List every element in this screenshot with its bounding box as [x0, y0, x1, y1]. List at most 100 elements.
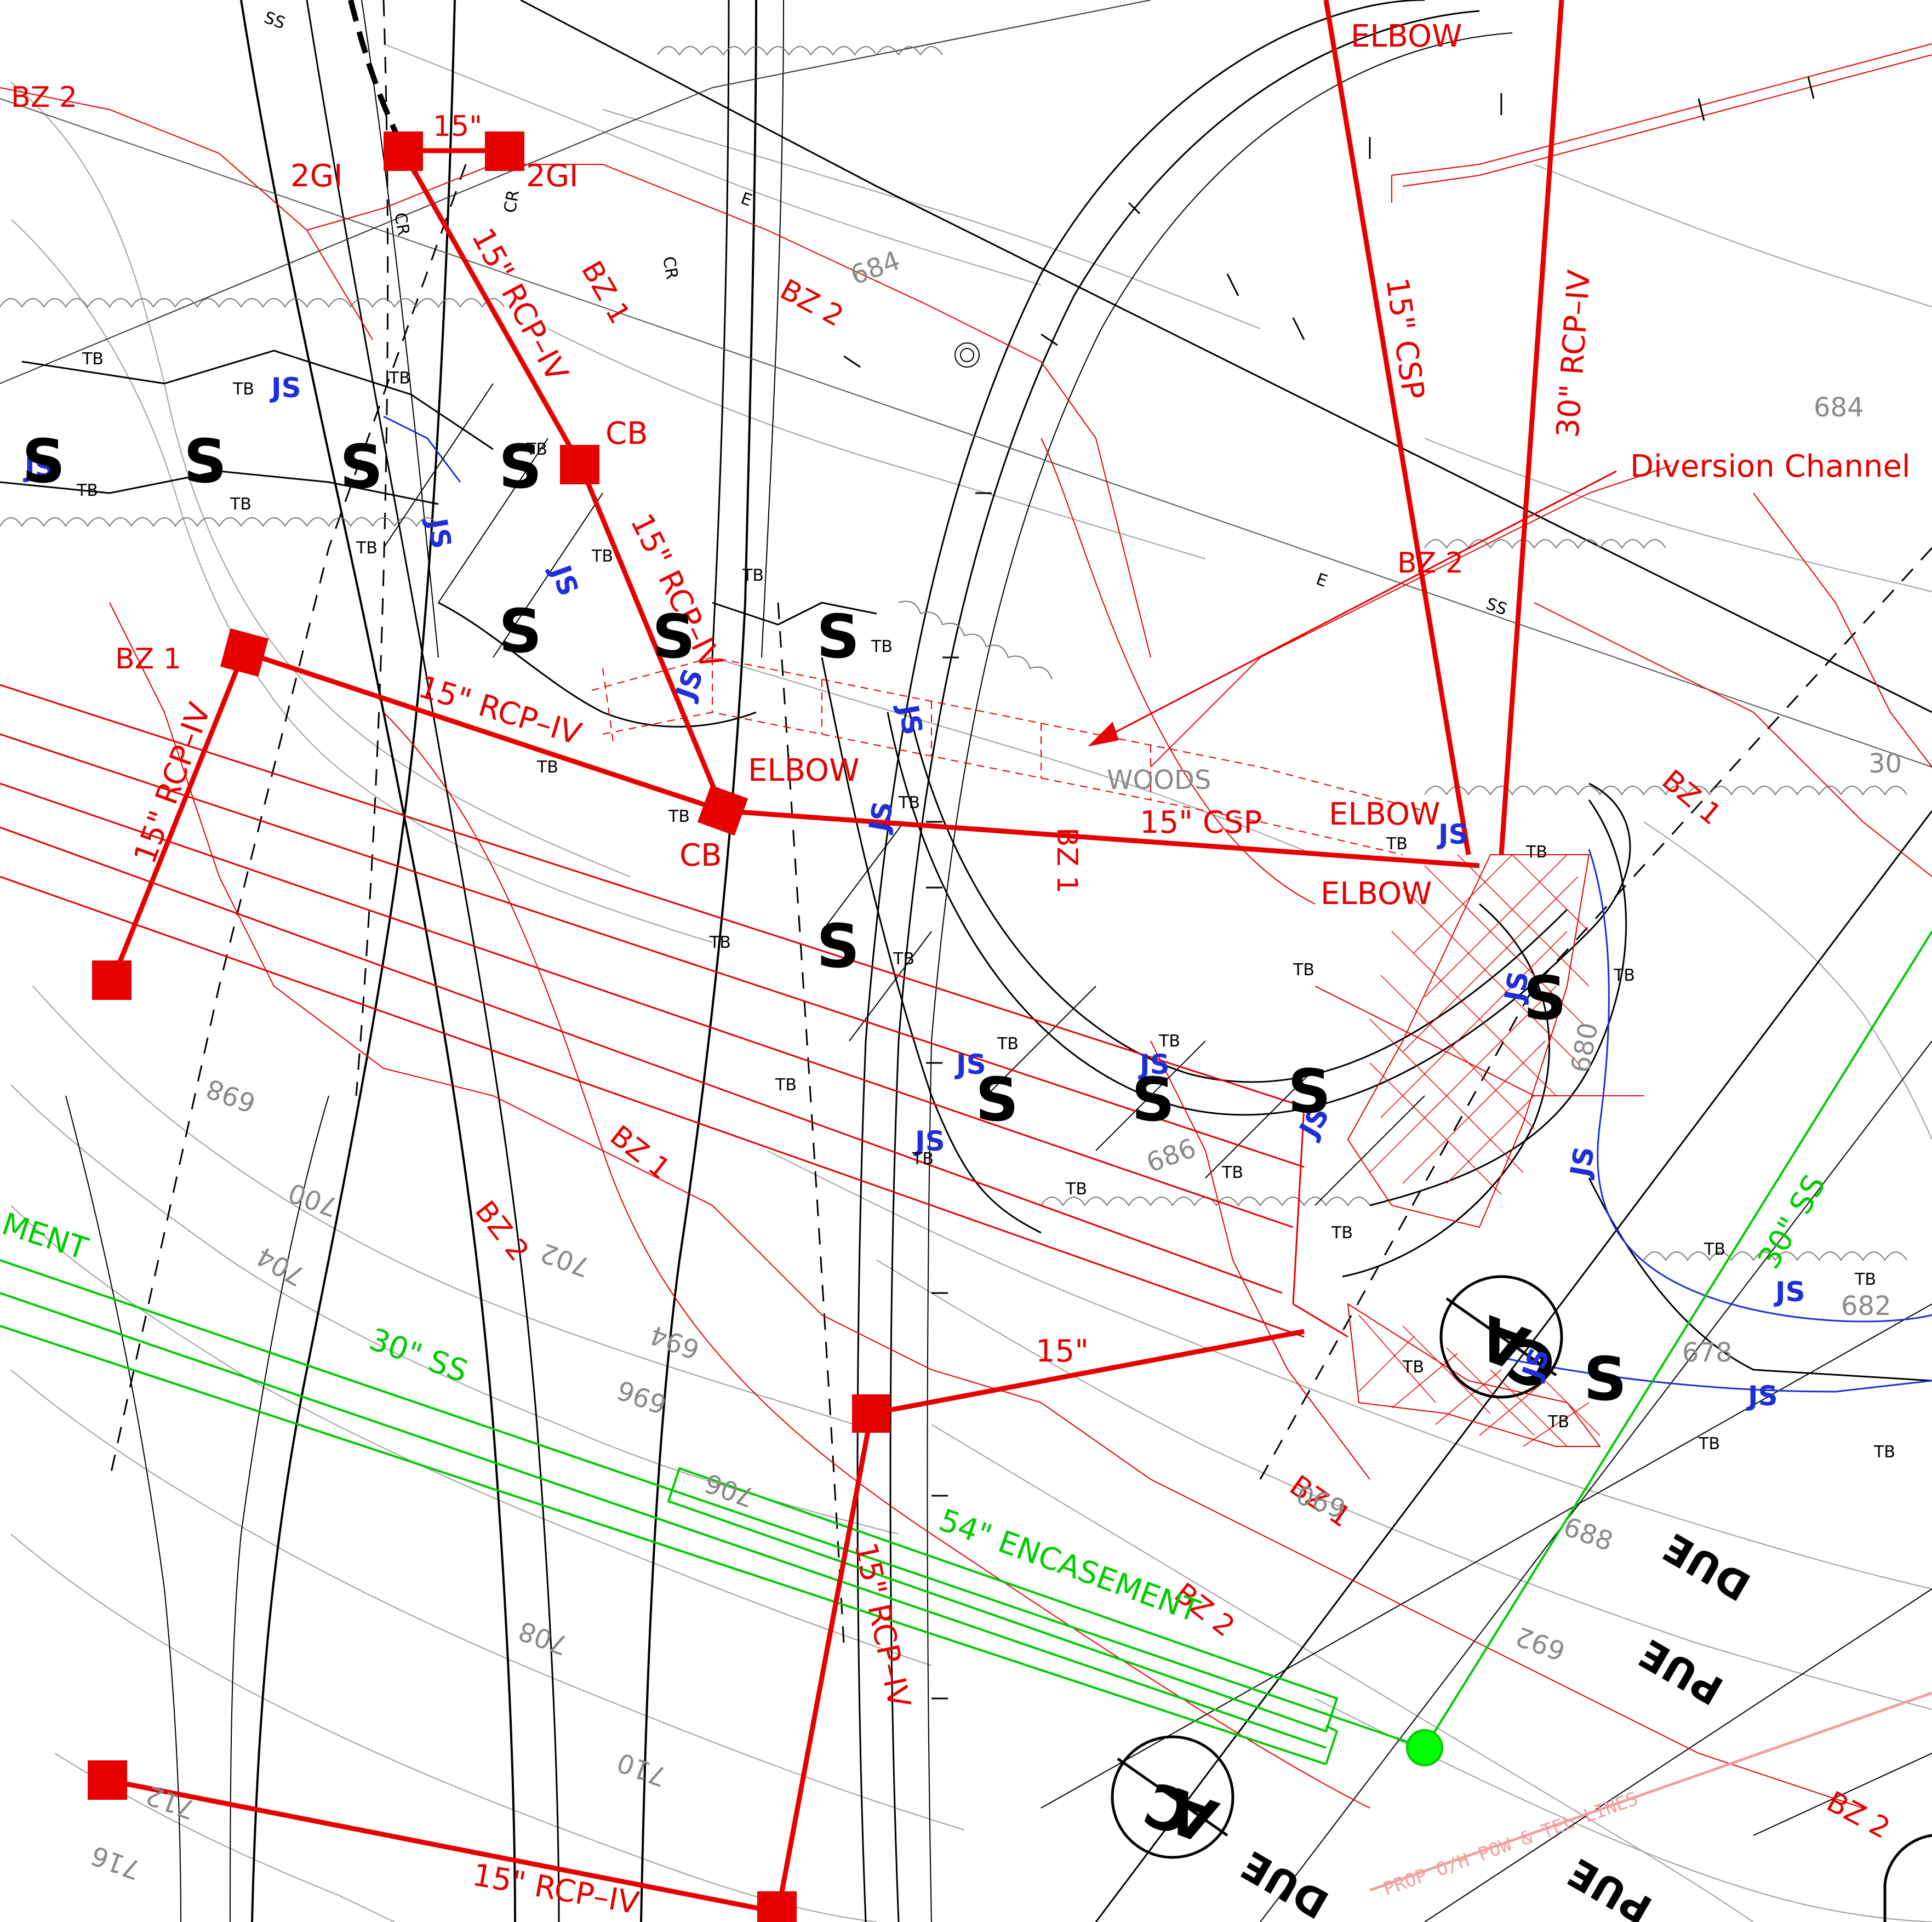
inlet-2gi-west[interactable]	[384, 131, 423, 171]
stabilization-hatch	[383, 383, 1425, 1206]
label-tb-26: TB	[1331, 1223, 1353, 1243]
label-bz1-vert: BZ 1	[1050, 827, 1083, 894]
stream-outline	[0, 350, 1932, 1382]
label-pue-bottom: PUE	[1561, 1849, 1660, 1922]
label-tb-10: TB	[871, 637, 893, 656]
label-tb-25: TB	[1613, 966, 1635, 985]
structure-southwest[interactable]	[92, 960, 132, 1000]
label-tb-22: TB	[1221, 1163, 1243, 1182]
contour-label-716: 716	[87, 1839, 145, 1885]
label-tb-15: TB	[893, 949, 914, 969]
label-js-13: JS	[913, 1125, 945, 1157]
label-e-1: E	[738, 189, 754, 210]
green-labels: MENT 30" SS 54" ENCASEMENT 30" SS	[0, 1169, 1833, 1629]
contour-label-700: 700	[284, 1176, 342, 1222]
label-cb-south: CB	[679, 838, 722, 873]
sanitary-sewer	[0, 930, 1932, 1765]
structure-road[interactable]	[852, 1394, 890, 1433]
section-marker-a[interactable]: A C	[1439, 1275, 1565, 1403]
label-s-4: S	[499, 432, 542, 502]
label-tb-28: TB	[1547, 1412, 1569, 1432]
label-s-11: S	[1288, 1056, 1331, 1126]
catch-basin-north[interactable]	[560, 445, 599, 484]
storm-pipes	[109, 0, 1564, 1915]
storm-structures[interactable]	[88, 131, 890, 1922]
label-s-2: S	[184, 426, 227, 496]
label-tb-3: TB	[388, 369, 410, 388]
label-s-1: S	[22, 426, 65, 496]
label-30-ss-vert: 30" SS	[1751, 1169, 1833, 1275]
label-js-15: JS	[1774, 1276, 1805, 1308]
label-elbow-top: ELBOW	[1351, 19, 1462, 54]
label-woods: WOODS	[1107, 765, 1211, 796]
contour-label-678: 678	[1682, 1337, 1733, 1368]
buffer-zone-lines	[0, 43, 1932, 1809]
contour-label-712: 712	[142, 1779, 199, 1825]
stream-centerline-3	[383, 415, 461, 483]
label-js-3: JS	[421, 514, 458, 551]
label-tb-1: TB	[82, 350, 104, 369]
label-s-9: S	[975, 1065, 1019, 1135]
inlet-2gi-east[interactable]	[485, 131, 524, 171]
catch-basin-south[interactable]	[697, 785, 748, 836]
label-tb-4: TB	[76, 481, 98, 500]
contour-label-690: 690	[1293, 1478, 1350, 1524]
dashed-lines	[108, 0, 1932, 1644]
label-bz2-right: BZ 2	[1397, 547, 1464, 580]
contour-label-686: 686	[1142, 1132, 1200, 1179]
label-s-12: S	[1523, 963, 1567, 1033]
label-tb-17: TB	[1158, 1032, 1180, 1051]
label-15-rcp-horiz: 15" RCP–IV	[414, 669, 585, 752]
label-js-7: JS	[862, 799, 899, 836]
stabilization-s-labels: S S S S S S S S S S S S S	[22, 426, 1627, 1414]
label-tb-6: TB	[356, 539, 378, 558]
structure-west[interactable]	[220, 628, 269, 677]
tree-lines	[0, 46, 1907, 1261]
label-js-9: JS	[1498, 969, 1535, 1005]
contour-label-684-right: 684	[1814, 392, 1864, 423]
label-tb-19: TB	[775, 1076, 797, 1095]
label-tb-32: TB	[1854, 1270, 1876, 1289]
section-marker-ca[interactable]: C A	[1111, 1735, 1234, 1859]
label-tb-13: TB	[668, 807, 690, 826]
label-tb-7: TB	[525, 440, 547, 459]
contour-label-30: 30	[1868, 748, 1902, 779]
contour-label-688: 688	[1559, 1512, 1617, 1558]
label-js-4: JS	[544, 559, 585, 600]
label-js-16: JS	[1746, 1380, 1778, 1412]
sanitary-manhole[interactable]	[1406, 1729, 1443, 1766]
label-2gi-west: 2GI	[290, 158, 343, 194]
label-15-lower: 15"	[1036, 1334, 1089, 1369]
label-s-6: S	[652, 602, 695, 672]
label-s-8: S	[816, 911, 860, 981]
survey-monument-icon	[954, 342, 980, 368]
label-easement-clip: MENT	[0, 1206, 92, 1267]
structure-bottom[interactable]	[757, 1891, 797, 1922]
label-js-1: JS	[270, 372, 301, 404]
label-tb-11: TB	[898, 793, 920, 813]
label-tb-23: TB	[1386, 834, 1408, 854]
label-tb-21: TB	[1065, 1180, 1087, 1199]
label-e-2: E	[1313, 570, 1330, 591]
label-due-bottom: DUE	[1234, 1842, 1336, 1922]
contour-label-696: 696	[613, 1374, 671, 1420]
label-30-rcp-vert: 30" RCP–IV	[1550, 269, 1597, 439]
label-tb-2: TB	[232, 380, 254, 399]
label-15-top: 15"	[433, 110, 482, 143]
label-js-14: JS	[1564, 1144, 1601, 1181]
stream-centerline	[1588, 849, 1932, 1323]
label-54-encasement: 54" ENCASEMENT	[934, 1502, 1204, 1629]
label-bz2-topleft: BZ 2	[11, 81, 77, 114]
label-cr-1: CR	[390, 211, 413, 237]
label-elbow-right-top: ELBOW	[1329, 797, 1440, 832]
tb-labels: TB TB TB TB TB TB TB TB TB TB TB TB TB T…	[76, 350, 1895, 1462]
label-js-2: JS	[23, 451, 55, 483]
contour-label-698: 698	[202, 1072, 260, 1118]
label-bz1-west: BZ 1	[115, 643, 181, 676]
label-s-10: S	[1131, 1065, 1175, 1135]
label-tb-27: TB	[1402, 1358, 1424, 1377]
label-due-right: DUE	[1656, 1524, 1758, 1610]
structure-bottom-left[interactable]	[88, 1760, 127, 1800]
label-pue-right: PUE	[1632, 1630, 1731, 1714]
